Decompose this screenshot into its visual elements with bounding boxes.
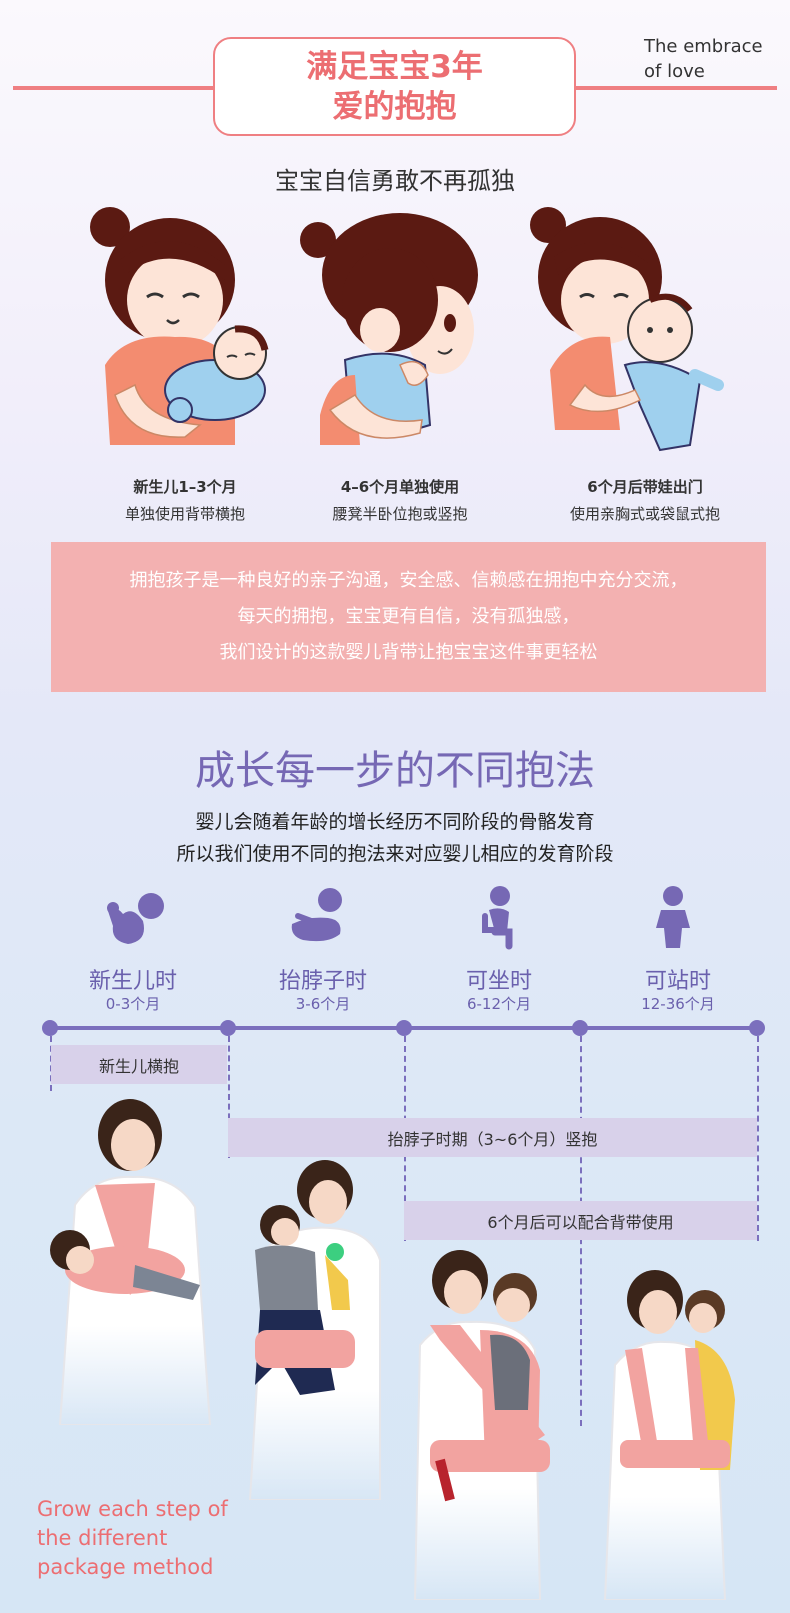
standing-baby-icon [656, 886, 690, 948]
growth-title: 成长每一步的不同抱法 [195, 748, 595, 794]
header-title-line1: 满足宝宝3年 [306, 48, 483, 85]
footer-en-line1: Grow each step of [37, 1497, 228, 1521]
timeline-dot [749, 1020, 765, 1036]
subtitle: 宝宝自信勇敢不再孤独 [275, 167, 515, 195]
cartoon2-desc: 腰凳半卧位抱或竖抱 [332, 505, 468, 523]
sitting-baby-icon [482, 886, 513, 950]
cartoon-mom-upright-hold [300, 213, 478, 445]
band-after6: 6个月后可以配合背带使用 [404, 1201, 757, 1240]
footer-en-line3: package method [37, 1555, 214, 1579]
timeline-dash [757, 1036, 759, 1241]
tagline-line1: The embrace [644, 36, 763, 57]
stage2-age: 3-6个月 [295, 995, 351, 1013]
cartoon-mom-outward-hold [530, 207, 724, 452]
photo-back-carrier [603, 1270, 735, 1600]
header-rule-left [13, 86, 214, 90]
intro-line1: 拥抱孩子是一种良好的亲子沟通，安全感、信赖感在拥抱中充分交流， [129, 570, 688, 591]
cartoon1-desc: 单独使用背带横抱 [124, 505, 245, 523]
tagline-line2: of love [644, 61, 705, 82]
timeline-dot [396, 1020, 412, 1036]
stage2-name: 抬脖子时 [278, 969, 367, 994]
photo-newborn-carry [50, 1099, 212, 1425]
intro-line3: 我们设计的这款婴儿背带让抱宝宝这件事更轻松 [219, 642, 598, 663]
stage3-age: 6-12个月 [466, 995, 532, 1013]
intro-line2: 每天的拥抱，宝宝更有自信，没有孤独感， [237, 606, 580, 627]
photo-front-carrier [413, 1250, 550, 1600]
cartoon1-title: 新生儿1–3个月 [133, 478, 237, 496]
stage3-name: 可坐时 [465, 969, 532, 994]
cartoon3-title: 6个月后带娃出门 [587, 478, 703, 496]
cartoon-mom-cradle-newborn [90, 207, 269, 445]
header-rule-right [575, 86, 777, 90]
band-newborn: 新生儿横抱 [51, 1045, 227, 1084]
photo-hip-seat-carry [248, 1160, 381, 1500]
cartoon3-desc: 使用亲胸式或袋鼠式抱 [569, 505, 720, 523]
header-title-box: 满足宝宝3年 爱的抱抱 [213, 37, 576, 136]
intro-box: 拥抱孩子是一种良好的亲子沟通，安全感、信赖感在拥抱中充分交流， 每天的拥抱，宝宝… [51, 542, 766, 692]
band-neck: 抬脖子时期（3~6个月）竖抱 [228, 1118, 757, 1157]
timeline-dot [220, 1020, 236, 1036]
footer-en-line2: the different [37, 1526, 168, 1550]
stage4-age: 12-36个月 [641, 995, 715, 1013]
growth-desc-line2: 所以我们使用不同的抱法来对应婴儿相应的发育阶段 [176, 843, 614, 865]
footer-english-tagline: Grow each step of the different package … [37, 1495, 228, 1582]
stage1-name: 新生儿时 [88, 969, 177, 994]
timeline-dash [228, 1036, 230, 1158]
cartoon2-title: 4–6个月单独使用 [340, 478, 460, 496]
lifting-neck-icon [291, 888, 342, 942]
growth-desc-line1: 婴儿会随着年龄的增长经历不同阶段的骨骼发育 [195, 811, 595, 833]
stage4-name: 可站时 [644, 969, 711, 994]
header-tagline: The embrace of love [644, 34, 784, 84]
newborn-icon [107, 893, 164, 944]
header-title-line2: 爱的抱抱 [332, 88, 457, 125]
stage1-age: 0-3个月 [105, 995, 161, 1013]
timeline-dot [42, 1020, 58, 1036]
timeline-dot [572, 1020, 588, 1036]
